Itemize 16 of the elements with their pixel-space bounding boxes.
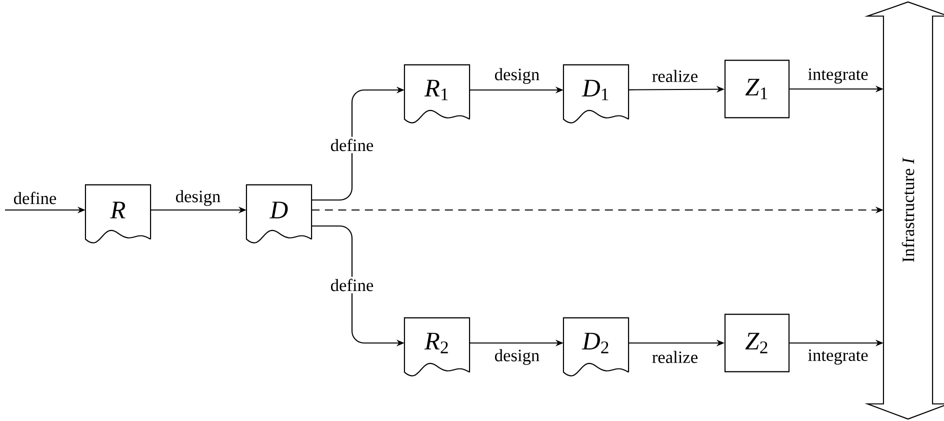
edge-label: realize xyxy=(650,348,700,366)
edge-label: realize xyxy=(650,68,700,84)
document-shape: D$_{1}$ xyxy=(562,64,630,124)
document-shape: D$_{2}$ xyxy=(562,317,630,376)
edge-label: design xyxy=(173,188,223,208)
edge-label: design xyxy=(492,66,542,86)
document-shape: R xyxy=(84,184,152,244)
process-box: Z$_{1}$ xyxy=(724,60,790,118)
document-shape: D xyxy=(246,184,312,244)
edge-label: design xyxy=(492,347,542,367)
edge-label: define xyxy=(328,136,376,154)
edge-label: define xyxy=(328,276,376,294)
edge-label: define xyxy=(11,190,59,206)
document-shape: R$_{1}$ xyxy=(404,64,470,124)
process-box: Z$_{2}$ xyxy=(724,314,790,372)
document-shape: R$_{2}$ xyxy=(404,317,470,376)
